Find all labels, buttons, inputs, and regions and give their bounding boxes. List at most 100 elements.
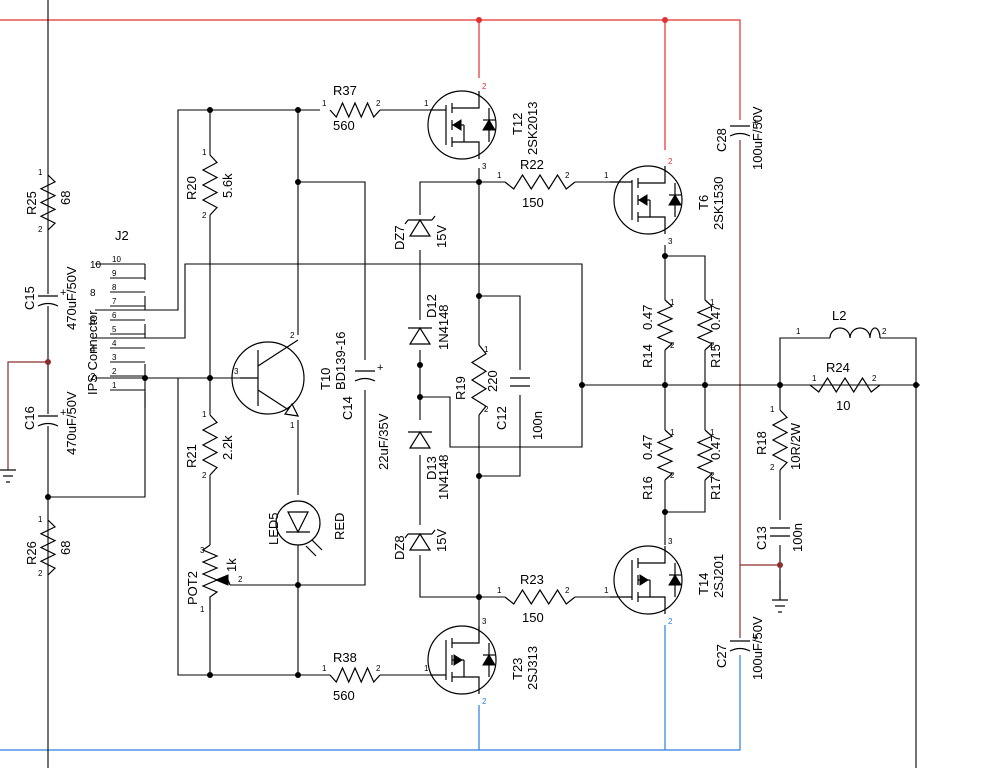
j2-pin-4: 4 [112, 339, 117, 348]
c15-value: 470uF/50V [64, 266, 79, 330]
pin-number: 2 [482, 697, 487, 706]
c13-value: 100n [790, 523, 805, 552]
pin-number: 1 [202, 410, 207, 419]
pin-number: 2 [668, 617, 673, 626]
r17-value: 0.47 [708, 435, 723, 460]
pin-number: 1 [497, 586, 502, 595]
pin-number: 1 [202, 148, 207, 157]
t12-value: 2SK2013 [525, 102, 540, 156]
pin-number: 1 [484, 345, 489, 354]
svg-text:1: 1 [796, 327, 801, 336]
r25-value: 68 [58, 191, 73, 205]
pin-number: 1 [322, 664, 327, 673]
transistor-t10: 3 2 1 T10 BD139-16 [231, 331, 348, 430]
c27-ref: C27 [714, 644, 729, 668]
r20-ref: R20 [184, 176, 199, 200]
wiring [48, 109, 920, 768]
pin-number: 2 [668, 157, 673, 166]
polarity-plus: + [377, 362, 383, 374]
c15-ref: C15 [22, 286, 37, 310]
r14-value: 0.47 [640, 305, 655, 330]
pin-number: 2 [565, 171, 570, 180]
j2-pin-5: 5 [112, 325, 117, 334]
l2-ref: L2 [832, 308, 846, 323]
j2-pin-number: 4 [90, 344, 96, 355]
capacitor-c13: C13 100n [754, 523, 805, 552]
ground-net [0, 140, 788, 638]
c12-value: 100n [530, 411, 545, 440]
pin-number: 1 [670, 428, 675, 437]
potentiometer-pot2: 3 1 2 POT2 1k [185, 544, 243, 614]
pin-number: 1 [424, 664, 429, 673]
c14-ref: C14 [340, 396, 355, 420]
r18-ref: R18 [754, 431, 769, 455]
svg-text:3: 3 [234, 367, 239, 376]
j2-pin-number: 6 [90, 316, 96, 327]
r16-value: 0.47 [640, 435, 655, 460]
c13-ref: C13 [754, 526, 769, 550]
led-led5: LED5 RED [266, 500, 347, 557]
j2-title: IPS Connector [85, 310, 100, 395]
r16-ref: R16 [640, 476, 655, 500]
pin-number: 2 [202, 211, 207, 220]
r38-value: 560 [333, 688, 355, 703]
junction-dots [142, 107, 919, 678]
pin-number: 2 [38, 225, 43, 234]
pin-number: 2 [710, 471, 715, 480]
positive-rail [0, 17, 741, 150]
r23-ref: R23 [520, 572, 544, 587]
r22-value: 150 [522, 195, 544, 210]
r38-ref: R38 [333, 650, 357, 665]
r37-value: 560 [333, 118, 355, 133]
r24-value: 10 [836, 398, 850, 413]
zener-dz7: DZ7 15V [392, 215, 449, 250]
c16-ref: C16 [22, 406, 37, 430]
pin-number: 1 [812, 374, 817, 383]
pin-number: 3 [668, 537, 673, 546]
j2-pin-6: 6 [112, 311, 117, 320]
pin-number: 2 [376, 99, 381, 108]
pin-number: 2 [565, 586, 570, 595]
r19-value: 220 [485, 370, 500, 392]
j2-pin-8: 8 [112, 283, 117, 292]
svg-text:1: 1 [200, 605, 205, 614]
led5-value: RED [332, 513, 347, 540]
svg-text:2: 2 [882, 327, 887, 336]
pin-number: 2 [710, 341, 715, 350]
dz7-value: 15V [434, 225, 449, 248]
pin-number: 1 [322, 99, 327, 108]
pin-number: 1 [38, 515, 43, 524]
c16-value: 470uF/50V [64, 391, 79, 455]
j2-pin-1: 1 [112, 381, 117, 390]
inductor-l2: 1 2 L2 [796, 308, 887, 339]
t12-ref: T12 [510, 113, 525, 135]
polarity-plus: + [752, 117, 758, 129]
dz8-value: 15V [434, 529, 449, 552]
r21-ref: R21 [184, 444, 199, 468]
pin-number: 1 [670, 298, 675, 307]
svg-text:3: 3 [200, 546, 205, 555]
j2-pin-10: 10 [112, 255, 121, 264]
pin-number: 2 [670, 471, 675, 480]
pin-number: 2 [482, 82, 487, 91]
r26-value: 68 [58, 541, 73, 555]
r22-ref: R22 [520, 157, 544, 172]
dz8-ref: DZ8 [392, 535, 407, 560]
